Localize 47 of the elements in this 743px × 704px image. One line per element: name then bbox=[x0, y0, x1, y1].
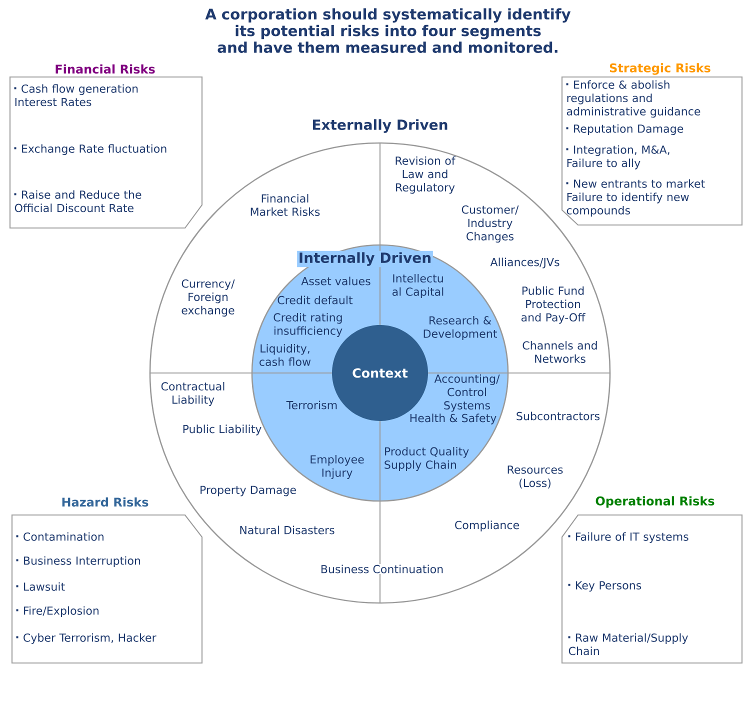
risk-label: Compliance bbox=[455, 520, 519, 532]
list-item: Lawsuit bbox=[16, 582, 65, 591]
risk-label: Product Quality Supply Chain bbox=[384, 446, 469, 472]
risk-label: Business Continuation bbox=[320, 564, 444, 574]
risk-label: Liquidity, cash flow bbox=[260, 344, 311, 366]
risk-label: Financial Market Risks bbox=[250, 194, 320, 216]
risk-label: Employee Injury bbox=[310, 455, 364, 480]
risk-label: Credit default bbox=[278, 296, 353, 304]
list-item: Fire/Explosion bbox=[16, 606, 99, 617]
title: A corporation should systematically identify its potential risks into four segments and have them measured and monitored. bbox=[205, 8, 571, 53]
risk-label: Resources (Loss) bbox=[508, 466, 563, 488]
risk-label: Currency/ Foreign exchange bbox=[182, 279, 235, 317]
risk-label: Customer/ Industry Changes bbox=[462, 205, 519, 243]
list-item: Enforce & abolish regulations and administrative guidance bbox=[566, 80, 700, 118]
circle-heading: Internally Driven bbox=[297, 250, 433, 268]
panel-heading: Financial Risks bbox=[56, 64, 155, 74]
panel-heading: Operational Risks bbox=[596, 496, 714, 508]
list-item: Business Interruption bbox=[16, 556, 140, 567]
list-item: Exchange Rate fluctuation bbox=[14, 144, 166, 155]
risk-panel bbox=[561, 63, 743, 226]
list-item: Raw Material/Supply Chain bbox=[568, 633, 688, 656]
panel-heading: Strategic Risks bbox=[610, 63, 710, 75]
list-item: Key Persons bbox=[568, 581, 642, 592]
risk-label: Subcontractors bbox=[516, 412, 600, 420]
risk-label: Property Damage bbox=[200, 486, 296, 496]
circle-heading: Externally Driven bbox=[310, 118, 450, 134]
risk-label: Intellectu al Capital bbox=[392, 274, 444, 298]
risk-label: Contractual Liability bbox=[161, 382, 224, 406]
risk-label: Public Fund Protection and Pay-Off bbox=[521, 286, 586, 324]
list-item: Failure of IT systems bbox=[568, 532, 688, 543]
risk-panel bbox=[561, 496, 743, 664]
risk-label: Revision of Law and Regulatory bbox=[396, 156, 456, 194]
risk-label: Public Liability bbox=[183, 424, 262, 436]
list-item: Contamination bbox=[16, 532, 104, 541]
list-item: New entrants to market Failure to identify new compounds bbox=[566, 179, 705, 217]
list-item: Cyber Terrorism, Hacker bbox=[16, 633, 156, 644]
risk-label: Channels and Networks bbox=[522, 341, 597, 363]
list-item: Cash flow generation Interest Rates bbox=[14, 84, 138, 106]
risk-panel bbox=[11, 497, 203, 664]
risk-label: Alliances/JVs bbox=[490, 258, 560, 268]
list-item: Integration, M&A, Failure to ally bbox=[566, 145, 670, 170]
risk-label: Asset values bbox=[301, 276, 370, 286]
panel-heading: Hazard Risks bbox=[62, 497, 148, 507]
risk-panel bbox=[9, 64, 203, 229]
list-item: Raise and Reduce the Official Discount Rate bbox=[14, 190, 142, 212]
list-item: Reputation Damage bbox=[566, 124, 684, 135]
risk-label: Natural Disasters bbox=[240, 526, 334, 534]
